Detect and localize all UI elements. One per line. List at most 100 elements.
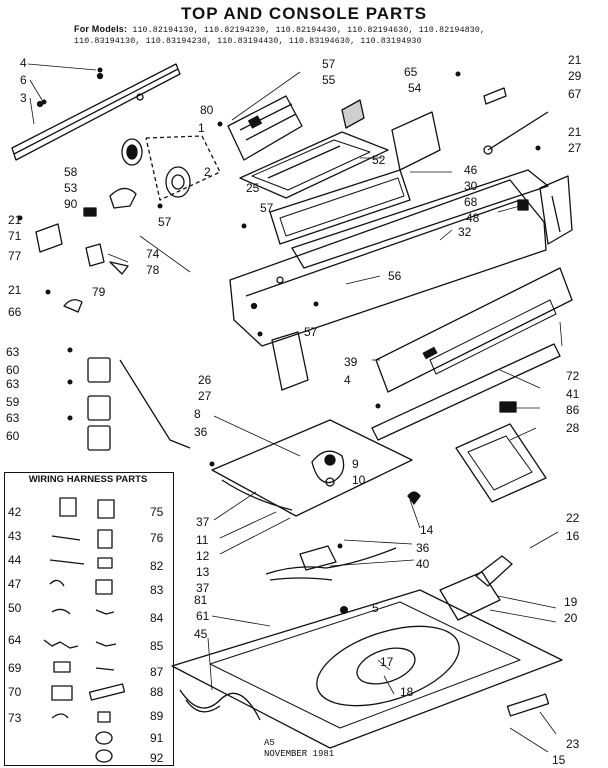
callout-43: 43	[8, 529, 22, 543]
callout-9: 9	[352, 457, 359, 471]
callout-27: 27	[568, 141, 582, 155]
side-panel	[271, 331, 309, 391]
callout-44: 44	[8, 553, 22, 567]
callout-90: 90	[64, 197, 78, 211]
callout-63: 63	[6, 345, 20, 359]
callout-57: 57	[322, 57, 336, 71]
callout-60: 60	[6, 363, 20, 377]
wiring-harness-loose-branch	[185, 699, 221, 713]
page-title: TOP AND CONSOLE PARTS	[180, 4, 428, 23]
callout-26: 26	[198, 373, 212, 387]
callout-57: 57	[304, 325, 318, 339]
callout-14: 14	[420, 523, 434, 537]
lower-trim-bar	[371, 343, 561, 441]
console-frame	[229, 169, 549, 347]
callout-86: 86	[566, 403, 580, 417]
callout-63: 63	[6, 377, 20, 391]
callout-57: 57	[260, 201, 274, 215]
callout-74: 74	[146, 247, 160, 261]
callout-22: 22	[566, 511, 580, 525]
callout-labels: 4635755655421296780125258539025574630684…	[6, 53, 582, 767]
callout-83: 83	[150, 583, 164, 597]
callout-52: 52	[372, 153, 386, 167]
callout-37: 37	[196, 581, 210, 595]
leader-lines	[27, 63, 563, 753]
callout-63: 63	[6, 411, 20, 425]
callout-47: 47	[8, 577, 22, 591]
callout-27: 27	[198, 389, 212, 403]
callout-65: 65	[404, 65, 418, 79]
lid-switch-parts	[407, 401, 547, 621]
upper-right-brackets	[341, 87, 549, 171]
callout-50: 50	[8, 601, 22, 615]
callout-41: 41	[566, 387, 580, 401]
callout-36: 36	[194, 425, 208, 439]
front-trim-panel	[375, 267, 573, 393]
callout-21: 21	[568, 125, 582, 139]
callout-12: 12	[196, 549, 210, 563]
callout-72: 72	[566, 369, 580, 383]
callout-66: 66	[8, 305, 22, 319]
callout-53: 53	[64, 181, 78, 195]
callout-59: 59	[6, 395, 20, 409]
callout-46: 46	[464, 163, 478, 177]
callout-61: 61	[196, 609, 210, 623]
callout-11: 11	[196, 533, 209, 547]
callout-39: 39	[344, 355, 358, 369]
callout-18: 18	[400, 685, 414, 699]
relay-stack	[87, 357, 191, 451]
wire-harness-main	[265, 545, 397, 581]
callout-23: 23	[566, 737, 580, 751]
footer-stamp: A5 NOVEMBER 1981	[264, 738, 334, 760]
display-panel	[239, 131, 389, 199]
callout-6: 6	[20, 73, 27, 87]
left-switches	[35, 187, 137, 313]
screws	[17, 67, 541, 614]
model-list-line-1: 110.82194130, 110.82194230, 110.82194430…	[132, 26, 486, 35]
callout-84: 84	[150, 611, 164, 625]
callout-87: 87	[150, 665, 164, 679]
harness-part-icons	[43, 497, 126, 763]
rear-mounting-plate	[11, 63, 181, 161]
callout-91: 91	[150, 731, 164, 745]
callout-20: 20	[564, 611, 578, 625]
wiring-harness-parts-box	[4, 472, 174, 766]
callout-78: 78	[146, 263, 160, 277]
model-list-lead: For Models:	[74, 24, 128, 34]
callout-4: 4	[20, 56, 27, 70]
callout-16: 16	[566, 529, 580, 543]
end-cap	[517, 175, 573, 245]
callout-8: 8	[194, 407, 201, 421]
callout-71: 71	[8, 229, 22, 243]
callout-30: 30	[464, 179, 478, 193]
callout-10: 10	[352, 473, 366, 487]
callout-5: 5	[372, 601, 379, 615]
wiring-harness-parts-title: WIRING HARNESS PARTS	[28, 474, 148, 485]
callout-77: 77	[8, 249, 22, 263]
callout-21: 21	[8, 213, 22, 227]
callout-29: 29	[568, 69, 582, 83]
callout-67: 67	[568, 87, 582, 101]
callout-57: 57	[158, 215, 172, 229]
callout-54: 54	[408, 81, 422, 95]
callout-88: 88	[150, 685, 164, 699]
callout-48: 48	[466, 211, 480, 225]
callout-3: 3	[20, 91, 27, 105]
callout-21: 21	[8, 283, 22, 297]
callout-79: 79	[92, 285, 106, 299]
callout-82: 82	[150, 559, 164, 573]
control-board	[227, 95, 303, 161]
callout-37: 37	[196, 515, 210, 529]
callout-2: 2	[204, 165, 211, 179]
callout-55: 55	[322, 73, 336, 87]
washer-top-frame	[171, 589, 563, 749]
callout-92: 92	[150, 751, 164, 765]
callout-32: 32	[458, 225, 472, 239]
wiring-harness-loose	[179, 689, 261, 721]
top-cover	[211, 419, 413, 517]
callout-75: 75	[150, 505, 164, 519]
callout-76: 76	[150, 531, 164, 545]
callout-21: 21	[568, 53, 582, 67]
